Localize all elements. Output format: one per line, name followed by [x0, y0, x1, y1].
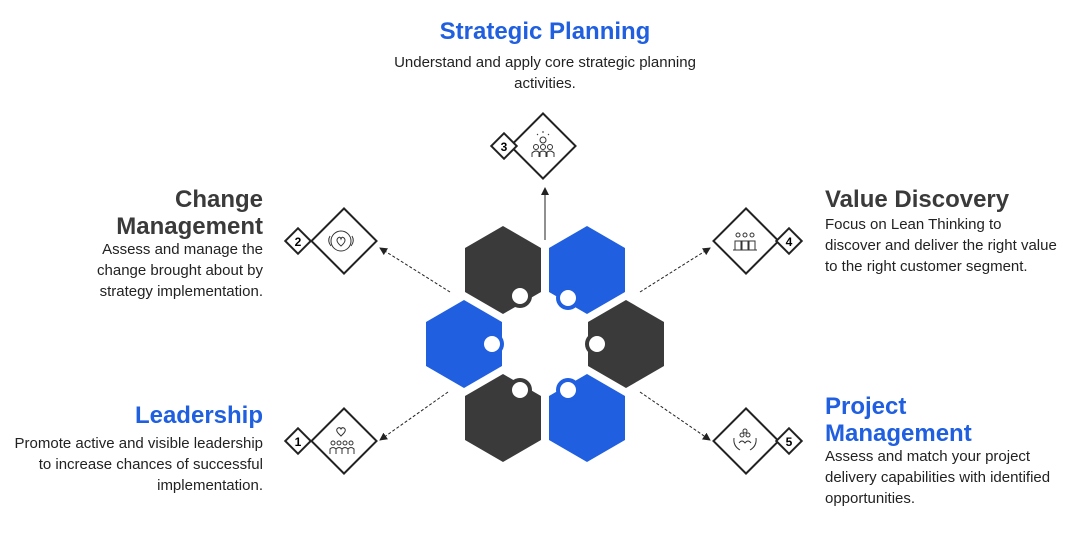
knob-left-hole — [484, 336, 500, 352]
item-4-icon-group: 4 — [712, 207, 804, 275]
item-1-icon-group: 1 — [283, 407, 378, 475]
arrow-to-change-management — [379, 247, 451, 293]
idea-team-icon — [531, 131, 555, 157]
item-3-description: Understand and apply core strategic plan… — [394, 54, 696, 92]
knob-bottom-right-hole — [560, 382, 576, 398]
item-2-diamond — [310, 207, 378, 275]
arrow-to-project-management — [639, 391, 711, 441]
group-icon — [733, 232, 757, 251]
arrow-to-value-discovery — [639, 247, 711, 293]
item-3-diamond — [509, 112, 577, 180]
hexagon-cluster — [426, 226, 664, 462]
item-3-icon-group: 3 — [489, 112, 577, 180]
knob-top-right-hole — [560, 290, 576, 306]
team-heart-icon — [329, 427, 355, 454]
item-5-number-diamond — [774, 426, 804, 456]
item-1-number-diamond — [283, 426, 313, 456]
item-3-number-diamond — [489, 131, 519, 161]
item-5-number: 5 — [786, 435, 793, 449]
item-5-diamond — [712, 407, 780, 475]
team-hands-icon — [733, 428, 757, 451]
item-2-icon-group: 2 — [283, 207, 378, 275]
knob-bottom-left-hole — [512, 382, 528, 398]
knob-top-left-hole — [512, 288, 528, 304]
item-4-number: 4 — [786, 235, 793, 249]
item-2-title: Change Management — [116, 186, 263, 240]
item-2-number-diamond — [283, 226, 313, 256]
item-4-title: Value Discovery — [825, 186, 1010, 213]
item-2-description: Assess and manage the change brought abo… — [97, 241, 263, 300]
item-4-description: Focus on Lean Thinking to discover and d… — [825, 216, 1057, 275]
item-5-icon-group: 5 — [712, 407, 804, 475]
item-1-description: Promote active and visible leadership to… — [14, 435, 263, 494]
hands-heart-icon — [328, 230, 354, 252]
knob-right-hole — [589, 336, 605, 352]
item-2-number: 2 — [295, 235, 302, 249]
item-5-description: Assess and match your project delivery c… — [825, 448, 1051, 507]
item-1-number: 1 — [295, 435, 302, 449]
item-4-number-diamond — [774, 226, 804, 256]
item-5-title: Project Management — [825, 393, 972, 447]
item-3-title: Strategic Planning — [439, 18, 651, 45]
item-1-title: Leadership — [134, 402, 263, 429]
item-3-number: 3 — [501, 140, 508, 154]
arrow-to-leadership — [379, 391, 449, 441]
hex-piece-right — [588, 300, 664, 388]
hex-piece-left — [426, 300, 502, 388]
connector-arrows — [379, 187, 711, 441]
